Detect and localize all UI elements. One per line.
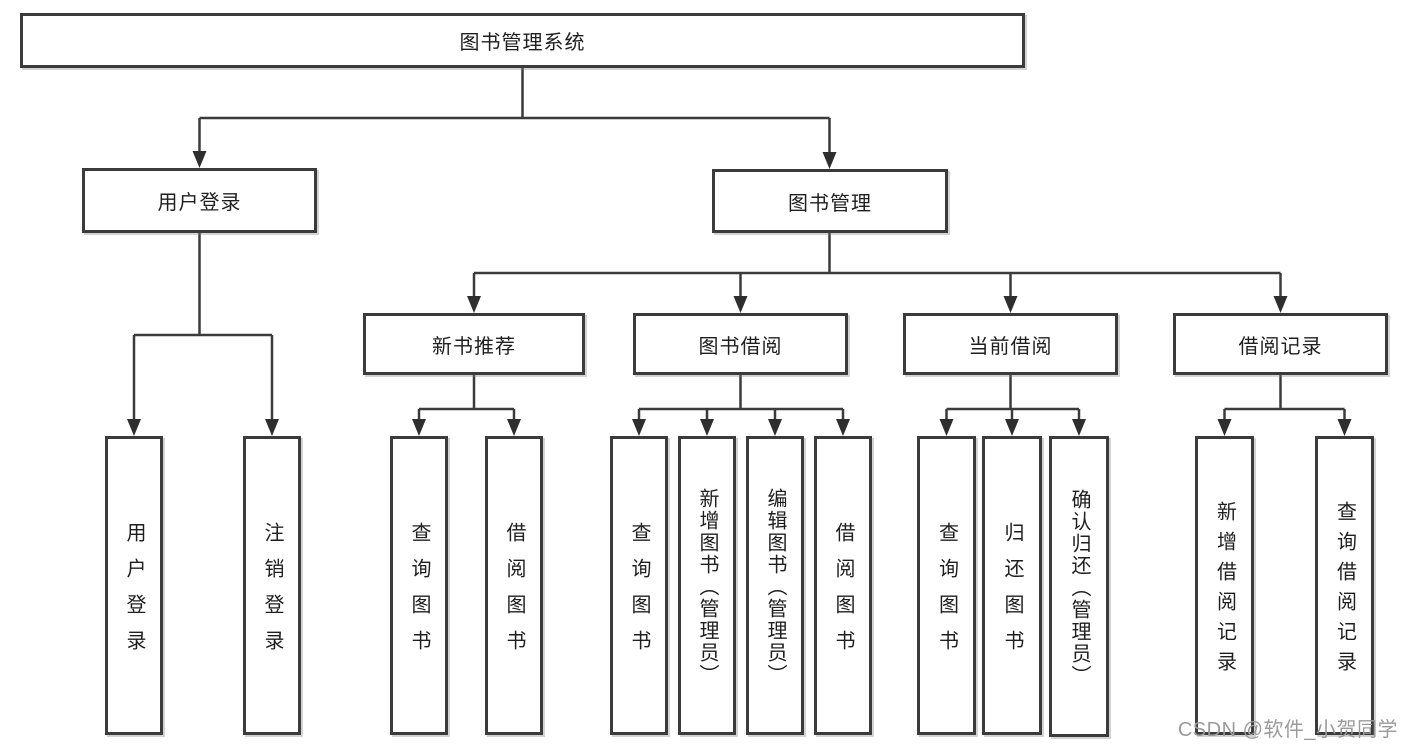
node-borrow-add-books-admin: 新增图书（管理员） <box>678 436 736 735</box>
node-borrow-add-books-admin-label: 新增图书（管理员） <box>696 487 718 686</box>
node-leaf-user-login: 用户登录 <box>105 436 163 735</box>
node-records-query-record: 查询借阅记录 <box>1315 436 1374 735</box>
node-current-return-books: 归还图书 <box>982 436 1042 735</box>
node-new-book-recommend: 新书推荐 <box>363 313 585 375</box>
node-current-borrow-label: 当前借阅 <box>968 335 1053 358</box>
node-leaf-logout-label: 注销登录 <box>261 521 283 666</box>
node-recommend-query-books: 查询图书 <box>390 436 448 735</box>
node-current-query-books-label: 查询图书 <box>935 521 958 666</box>
node-borrow-query-books-label: 查询图书 <box>628 521 650 666</box>
node-current-confirm-return-admin: 确认归还（管理员） <box>1049 436 1109 737</box>
node-user-login: 用户登录 <box>82 168 317 233</box>
node-borrow-borrow-books: 借阅图书 <box>814 436 872 735</box>
node-records-query-record-label: 查询借阅记录 <box>1333 500 1356 681</box>
node-leaf-logout: 注销登录 <box>243 436 301 735</box>
node-borrow-borrow-books-label: 借阅图书 <box>832 521 854 666</box>
node-records-add-record-label: 新增借阅记录 <box>1213 500 1236 681</box>
node-borrow-records-label: 借阅记录 <box>1238 335 1323 358</box>
node-borrow-query-books: 查询图书 <box>610 436 668 735</box>
node-borrow-edit-books-admin-label: 编辑图书（管理员） <box>764 487 786 686</box>
node-current-query-books: 查询图书 <box>917 436 976 735</box>
node-recommend-query-books-label: 查询图书 <box>408 521 430 666</box>
node-current-borrow: 当前借阅 <box>903 313 1118 375</box>
node-library-management-system-label: 图书管理系统 <box>459 32 586 54</box>
node-book-borrow: 图书借阅 <box>633 313 848 375</box>
watermark: CSDN @软件_小贺同学 <box>1177 719 1398 741</box>
node-library-management-system: 图书管理系统 <box>20 13 1025 68</box>
node-current-confirm-return-admin-label: 确认归还（管理员） <box>1068 488 1090 687</box>
node-borrow-records: 借阅记录 <box>1173 313 1388 375</box>
node-recommend-borrow-books-label: 借阅图书 <box>503 521 525 666</box>
node-current-return-books-label: 归还图书 <box>1001 521 1023 666</box>
arrowheads <box>127 151 1352 436</box>
node-records-add-record: 新增借阅记录 <box>1195 436 1254 735</box>
node-recommend-borrow-books: 借阅图书 <box>485 436 543 735</box>
node-book-management-label: 图书管理 <box>788 192 872 215</box>
node-book-management: 图书管理 <box>712 169 948 233</box>
node-user-login-label: 用户登录 <box>157 192 242 214</box>
node-new-book-recommend-label: 新书推荐 <box>432 335 516 358</box>
node-book-borrow-label: 图书借阅 <box>698 335 783 358</box>
node-leaf-user-login-label: 用户登录 <box>123 521 145 666</box>
node-borrow-edit-books-admin: 编辑图书（管理员） <box>746 436 804 735</box>
